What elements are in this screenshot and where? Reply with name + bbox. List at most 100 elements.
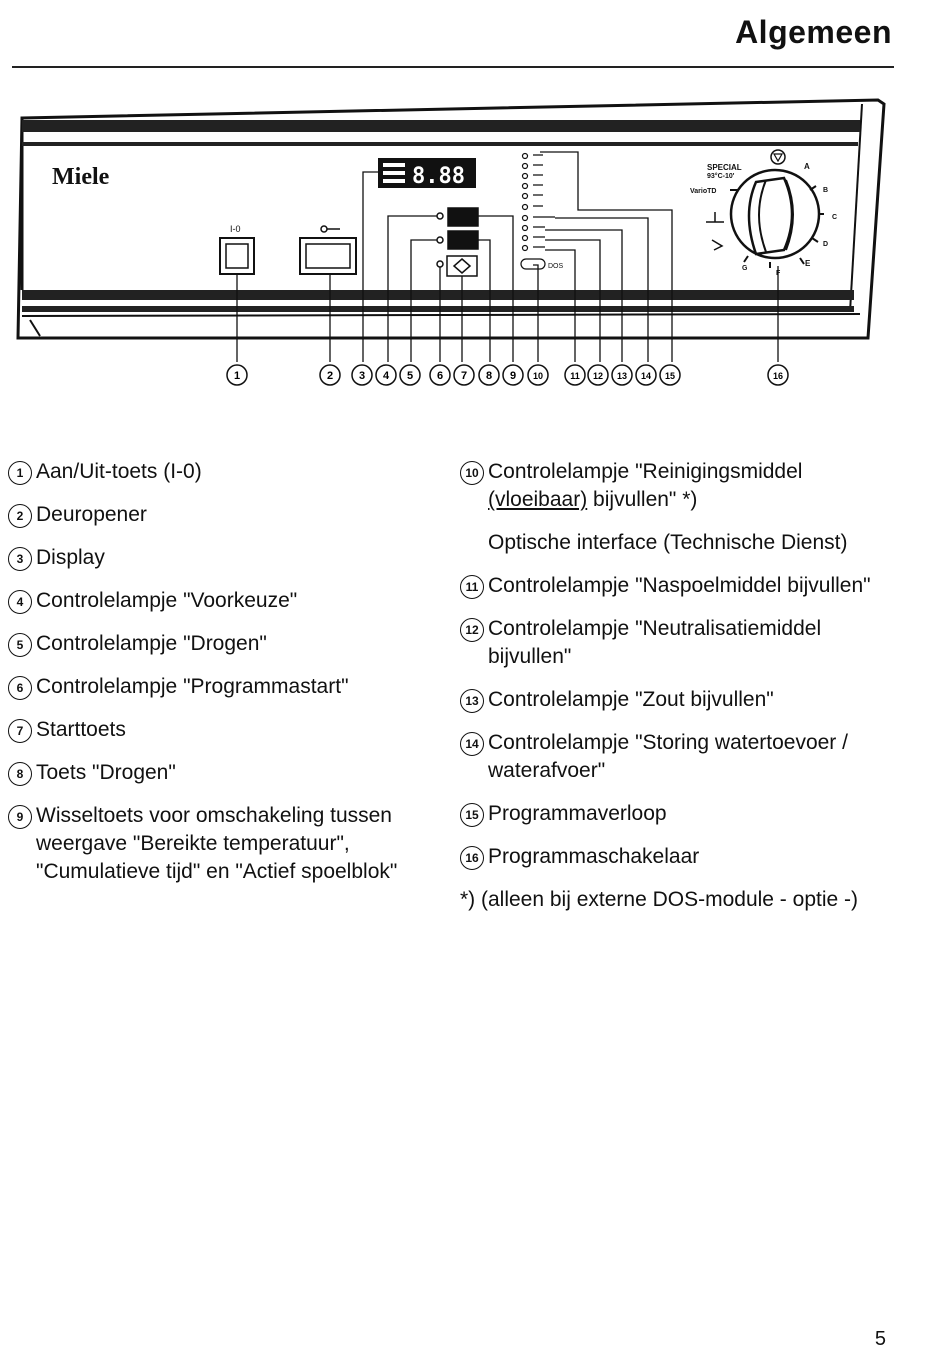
- page-title: Algemeen: [735, 14, 892, 50]
- legend-text: Controlelampje "Zout bijvullen": [488, 688, 774, 711]
- program-label-93c: 93°C-10': [707, 172, 735, 180]
- program-label-variotd: VarioTD: [690, 188, 716, 195]
- legend-number: 9: [8, 805, 32, 829]
- legend-item: 8 Toets "Drogen": [8, 759, 428, 787]
- svg-text:6: 6: [437, 370, 443, 382]
- door-opener-diagram: [299, 225, 357, 275]
- callout-14: 14: [635, 364, 657, 386]
- legend-text: Controlelampje "Drogen": [36, 632, 267, 655]
- legend-number: 14: [460, 732, 484, 756]
- legend-number: 5: [8, 633, 32, 657]
- legend-number: 7: [8, 719, 32, 743]
- legend-text: Wisseltoets voor omschakeling tussen wee…: [36, 804, 398, 883]
- legend-text: Programmaverloop: [488, 802, 667, 825]
- callout-13: 13: [611, 364, 633, 386]
- callout-11: 11: [564, 364, 586, 386]
- svg-text:1: 1: [234, 370, 240, 382]
- control-panel-diagram: Miele I-0 8.88: [0, 0, 950, 400]
- page-number: 5: [874, 1328, 886, 1350]
- callout-7: 7: [453, 364, 475, 386]
- svg-text:10: 10: [533, 371, 543, 381]
- program-label-c: C: [832, 214, 837, 221]
- underlined-text: (vloeibaar): [488, 488, 588, 511]
- legend-item: 15 Programmaverloop: [460, 800, 890, 828]
- legend-text: Controlelampje "Neutralisatiemiddel bijv…: [488, 617, 822, 668]
- callout-12: 12: [587, 364, 609, 386]
- svg-text:5: 5: [407, 370, 413, 382]
- legend-right-column: 10 Controlelampje "Reinigingsmiddel (vlo…: [460, 458, 890, 914]
- power-button-diagram: I-0: [219, 224, 255, 275]
- callout-8: 8: [478, 364, 500, 386]
- program-label-d: D: [823, 241, 828, 248]
- key-icon: [320, 225, 340, 233]
- svg-text:9: 9: [510, 370, 516, 382]
- svg-text:8: 8: [486, 370, 492, 382]
- svg-text:3: 3: [359, 370, 365, 382]
- legend-item: 1 Aan/Uit-toets (I-0): [8, 458, 428, 486]
- legend-left-column: 1 Aan/Uit-toets (I-0) 2 Deuropener 3 Dis…: [8, 458, 428, 901]
- callout-1: 1: [226, 364, 248, 386]
- legend-item: 6 Controlelampje "Programmastart": [8, 673, 428, 701]
- legend-item: 3 Display: [8, 544, 428, 572]
- callout-6: 6: [429, 364, 451, 386]
- svg-text:7: 7: [461, 370, 467, 382]
- svg-text:13: 13: [617, 371, 627, 381]
- svg-text:16: 16: [773, 371, 783, 381]
- callout-numbers: 1 2 3 4 5 6 7 8 9 10 11 12 13 14 15 16: [226, 364, 789, 386]
- legend-number: 10: [460, 461, 484, 485]
- legend-text: Toets "Drogen": [36, 761, 176, 784]
- callout-5: 5: [399, 364, 421, 386]
- middle-controls-diagram: [436, 207, 479, 277]
- program-selector-diagram: SPECIAL 93°C-10' VarioTD A B C D E G F: [690, 149, 837, 277]
- legend-number: 1: [8, 461, 32, 485]
- callout-16: 16: [767, 364, 789, 386]
- legend-item: 14 Controlelampje "Storing watertoevoer …: [460, 729, 890, 785]
- callout-9: 9: [502, 364, 524, 386]
- legend-number: 6: [8, 676, 32, 700]
- dos-label: DOS: [548, 263, 564, 270]
- svg-text:15: 15: [665, 371, 675, 381]
- legend-text: Starttoets: [36, 718, 126, 741]
- callout-leader-lines: [236, 151, 779, 362]
- program-label-g: G: [742, 265, 748, 272]
- legend-text: Programmaschakelaar: [488, 845, 700, 868]
- legend-text: Aan/Uit-toets (I-0): [36, 460, 202, 483]
- callout-2: 2: [319, 364, 341, 386]
- program-label-b: B: [823, 187, 828, 194]
- optical-interface-note: Optische interface (Technische Dienst): [488, 531, 848, 554]
- legend-number: 3: [8, 547, 32, 571]
- callout-10: 10: [527, 364, 549, 386]
- legend-item: 10 Controlelampje "Reinigingsmiddel (vlo…: [460, 458, 890, 514]
- callout-15: 15: [659, 364, 681, 386]
- legend-item: 5 Controlelampje "Drogen": [8, 630, 428, 658]
- program-label-special: SPECIAL: [707, 163, 742, 172]
- program-label-e: E: [805, 259, 811, 268]
- legend-number: 13: [460, 689, 484, 713]
- legend-item: 13 Controlelampje "Zout bijvullen": [460, 686, 890, 714]
- footnote: *) (alleen bij externe DOS-module - opti…: [460, 888, 858, 911]
- legend-text: Display: [36, 546, 105, 569]
- callout-3: 3: [351, 364, 373, 386]
- svg-text:12: 12: [593, 371, 603, 381]
- callout-4: 4: [375, 364, 397, 386]
- display-digits: 8.88: [412, 164, 465, 189]
- legend-item: 12 Controlelampje "Neutralisatiemiddel b…: [460, 615, 890, 671]
- legend-item: 4 Controlelampje "Voorkeuze": [8, 587, 428, 615]
- legend-number: 4: [8, 590, 32, 614]
- legend-number: 15: [460, 803, 484, 827]
- legend-number: 11: [460, 575, 484, 599]
- legend-item: 9 Wisseltoets voor omschakeling tussen w…: [8, 802, 428, 886]
- svg-text:11: 11: [570, 371, 580, 381]
- legend-text: Controlelampje "Programmastart": [36, 675, 349, 698]
- power-key-label: I-0: [230, 224, 241, 234]
- legend-number: 8: [8, 762, 32, 786]
- legend-number: 16: [460, 846, 484, 870]
- legend-number: 12: [460, 618, 484, 642]
- header-divider: [12, 66, 894, 68]
- svg-text:2: 2: [327, 370, 333, 382]
- indicator-lamp-column: DOS: [520, 152, 564, 270]
- legend-item: 11 Controlelampje "Naspoelmiddel bijvull…: [460, 572, 890, 600]
- legend-text: Controlelampje "Reinigingsmiddel (vloeib…: [488, 460, 803, 511]
- legend-item: 2 Deuropener: [8, 501, 428, 529]
- legend-number: 2: [8, 504, 32, 528]
